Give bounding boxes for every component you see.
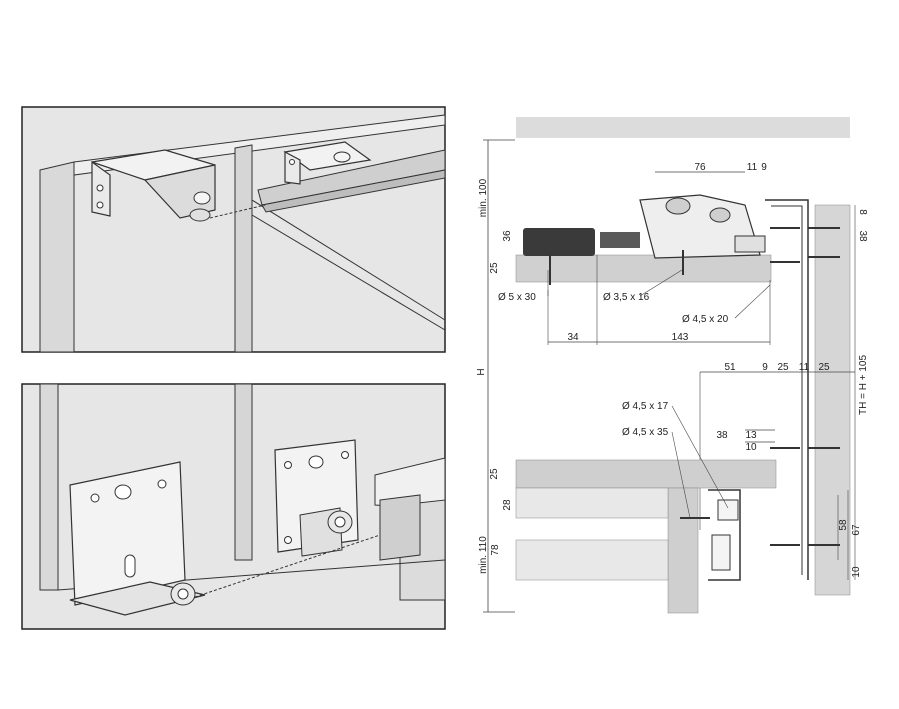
dim-34: 34 bbox=[567, 332, 579, 343]
dim-25-bottom: 25 bbox=[489, 468, 500, 480]
dim-51: 51 bbox=[724, 362, 736, 373]
dim-143: 143 bbox=[672, 332, 689, 343]
dim-min-110: min. 110 bbox=[478, 536, 489, 574]
dim-9: 9 bbox=[761, 162, 767, 173]
dim-76: 76 bbox=[694, 162, 706, 173]
roller-bracket-right bbox=[283, 141, 372, 185]
callout-3-5x16: Ø 3,5 x 16 bbox=[603, 292, 650, 303]
dim-25-top: 25 bbox=[489, 262, 500, 274]
dim-13: 13 bbox=[745, 430, 757, 441]
callout-4-5x20: Ø 4,5 x 20 bbox=[682, 314, 729, 325]
callout-5x30: Ø 5 x 30 bbox=[498, 292, 536, 303]
dim-11-mid: 11 bbox=[799, 362, 810, 373]
bottom-plate-right bbox=[274, 439, 359, 557]
dim-36: 36 bbox=[502, 230, 513, 242]
dim-10-mid: 10 bbox=[745, 442, 757, 453]
dim-38-top: 38 bbox=[857, 230, 868, 242]
top-perspective-view bbox=[21, 106, 446, 353]
dim-25-mid-a: 25 bbox=[777, 362, 789, 373]
callout-4-5x35: Ø 4,5 x 35 bbox=[622, 427, 669, 438]
dim-9-mid: 9 bbox=[762, 362, 768, 373]
roller-bracket-left bbox=[91, 149, 216, 222]
dim-58: 58 bbox=[838, 519, 849, 531]
dim-10-bottom: 10 bbox=[851, 566, 862, 578]
dim-25-mid-b: 25 bbox=[818, 362, 830, 373]
label-h: H bbox=[476, 368, 487, 375]
bottom-perspective-view bbox=[21, 383, 446, 630]
dim-38-mid: 38 bbox=[716, 430, 728, 441]
dim-11: 11 bbox=[747, 162, 758, 173]
label-th: TH = H + 105 bbox=[858, 355, 869, 415]
dim-78: 78 bbox=[490, 544, 501, 556]
dim-8: 8 bbox=[857, 209, 868, 215]
dim-28: 28 bbox=[502, 499, 513, 511]
technical-section-drawing: 76 11 9 8 38 36 25 min. 100 34 143 Ø 5 x… bbox=[476, 117, 869, 614]
callout-4-5x17: Ø 4,5 x 17 bbox=[622, 401, 669, 412]
dim-min-100: min. 100 bbox=[478, 178, 489, 217]
bottom-plate-left bbox=[69, 461, 206, 616]
dim-67: 67 bbox=[851, 524, 862, 536]
